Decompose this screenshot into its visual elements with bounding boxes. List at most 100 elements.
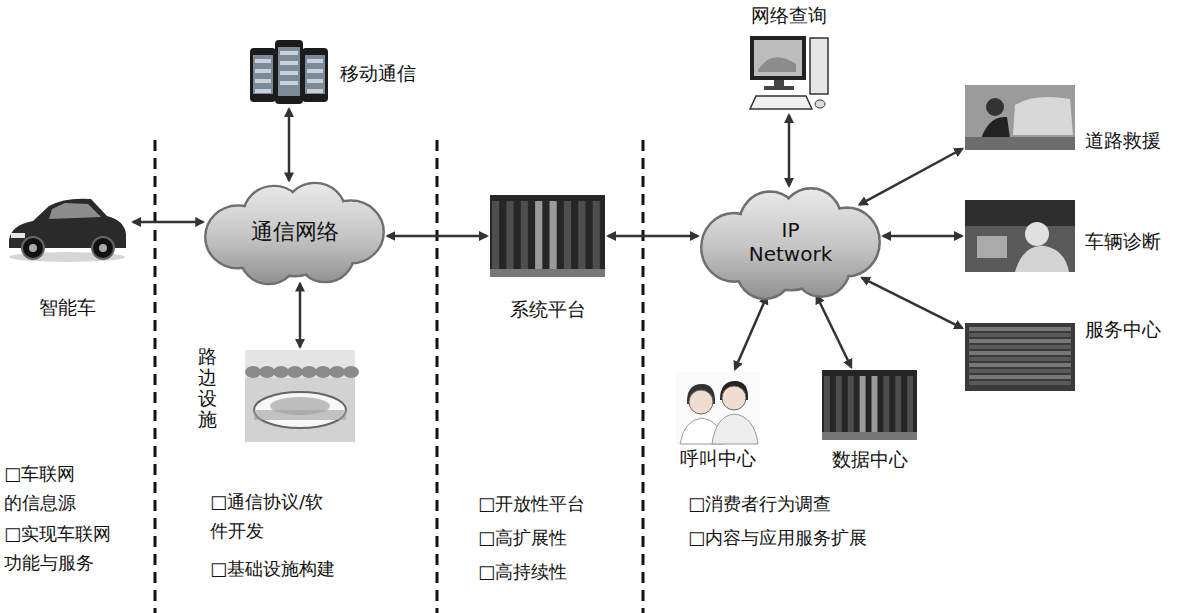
car-window bbox=[49, 203, 101, 219]
note-text: □通信协议/软 件开发 bbox=[210, 488, 360, 546]
note-text: □实现车联网 功能与服务 bbox=[4, 520, 129, 578]
phone-screen bbox=[305, 55, 325, 94]
picture-node: 服务中心 bbox=[965, 323, 1075, 391]
rack bbox=[578, 201, 585, 271]
double-arrow bbox=[288, 109, 291, 180]
picture-node: 系统平台 bbox=[490, 195, 605, 277]
phone-body bbox=[250, 48, 276, 102]
picture-node: 数据中心 bbox=[822, 370, 917, 440]
rack bbox=[836, 376, 842, 434]
node-label: 网络查询 bbox=[748, 4, 830, 27]
cloud-label: IP Network bbox=[741, 218, 841, 266]
note-text: □消费者行为调查 bbox=[688, 490, 928, 519]
double-arrow bbox=[387, 235, 487, 238]
photo-ground bbox=[965, 137, 1075, 150]
node-picture bbox=[965, 200, 1075, 272]
picture-node: 智能车 bbox=[5, 178, 130, 266]
rack bbox=[860, 376, 866, 434]
phone-body bbox=[275, 40, 303, 104]
divider-line bbox=[642, 140, 645, 613]
picture-node: 呼叫中心 bbox=[676, 372, 760, 444]
car-wheel bbox=[22, 237, 44, 259]
phone-line bbox=[280, 61, 298, 65]
note-text: □高持续性 bbox=[478, 558, 628, 587]
tree bbox=[343, 366, 359, 378]
photo-bg bbox=[245, 350, 355, 442]
node-label: 系统平台 bbox=[490, 298, 605, 321]
node-label: 车辆诊断 bbox=[1085, 230, 1161, 253]
note-text: □车联网 的信息源 bbox=[4, 460, 129, 518]
keyboard bbox=[750, 96, 812, 109]
rack bbox=[535, 201, 542, 271]
node-picture bbox=[490, 195, 605, 277]
rack bbox=[907, 376, 913, 434]
rack bbox=[564, 201, 571, 271]
note-text: □内容与应用服务扩展 bbox=[688, 524, 928, 553]
rack-unit bbox=[969, 339, 1071, 343]
photo-car bbox=[1013, 97, 1073, 135]
car-light bbox=[11, 233, 25, 238]
rack-unit bbox=[969, 369, 1071, 373]
node-label: 呼叫中心 bbox=[666, 447, 770, 470]
platform-wall bbox=[254, 410, 346, 420]
divider-line bbox=[154, 140, 157, 613]
network-cloud: IP Network bbox=[688, 183, 893, 301]
mouse bbox=[815, 100, 825, 108]
node-picture bbox=[965, 85, 1075, 150]
rack bbox=[895, 376, 901, 434]
phone-line bbox=[255, 59, 271, 63]
cloud-text-area: 通信网络 bbox=[192, 178, 397, 286]
node-label: 路边设施 bbox=[198, 346, 217, 430]
picture-node: 网络查询 bbox=[748, 34, 830, 112]
phone-line bbox=[280, 71, 298, 75]
double-arrow bbox=[788, 115, 791, 186]
double-arrow bbox=[735, 296, 767, 369]
cloud-label: 通信网络 bbox=[251, 219, 339, 245]
rack-unit bbox=[969, 333, 1071, 337]
tree bbox=[301, 366, 317, 378]
network-cloud: 通信网络 bbox=[192, 178, 397, 286]
note-text: □高扩展性 bbox=[478, 524, 628, 553]
rack-unit bbox=[969, 357, 1071, 361]
phone-screen bbox=[253, 55, 273, 94]
photo-device bbox=[977, 236, 1007, 258]
floor bbox=[822, 432, 917, 440]
photo-bg bbox=[965, 85, 1075, 150]
rack bbox=[848, 376, 854, 434]
photo-person bbox=[986, 98, 1004, 116]
tree bbox=[329, 366, 345, 378]
rack bbox=[550, 201, 557, 271]
double-arrow bbox=[299, 284, 302, 347]
rack bbox=[593, 201, 600, 271]
tree bbox=[315, 366, 331, 378]
phone-line bbox=[255, 79, 271, 83]
photo-person bbox=[1015, 246, 1069, 272]
floor bbox=[490, 269, 605, 277]
tree bbox=[259, 366, 275, 378]
rack bbox=[506, 201, 513, 271]
photo-bg bbox=[490, 195, 605, 277]
photo-hood bbox=[965, 200, 1075, 226]
tree bbox=[273, 366, 289, 378]
node-label: 数据中心 bbox=[817, 448, 922, 471]
phone-line bbox=[255, 69, 271, 73]
node-picture bbox=[248, 40, 330, 106]
tree bbox=[287, 366, 303, 378]
phone-line bbox=[255, 89, 271, 93]
rack-unit bbox=[969, 351, 1071, 355]
note-text: □基础设施构建 bbox=[210, 555, 380, 584]
double-arrow bbox=[133, 221, 203, 224]
double-arrow bbox=[817, 296, 852, 368]
node-picture bbox=[822, 370, 917, 440]
phone-line bbox=[307, 89, 323, 93]
double-arrow bbox=[859, 149, 962, 205]
node-label: 道路救援 bbox=[1085, 129, 1161, 152]
phone-line bbox=[280, 51, 298, 55]
rack-unit bbox=[969, 345, 1071, 349]
stand-base bbox=[764, 86, 794, 90]
car-wheel bbox=[92, 237, 114, 259]
tree bbox=[245, 366, 261, 378]
monitor bbox=[750, 36, 806, 80]
node-picture bbox=[965, 323, 1075, 391]
double-arrow bbox=[608, 235, 698, 238]
